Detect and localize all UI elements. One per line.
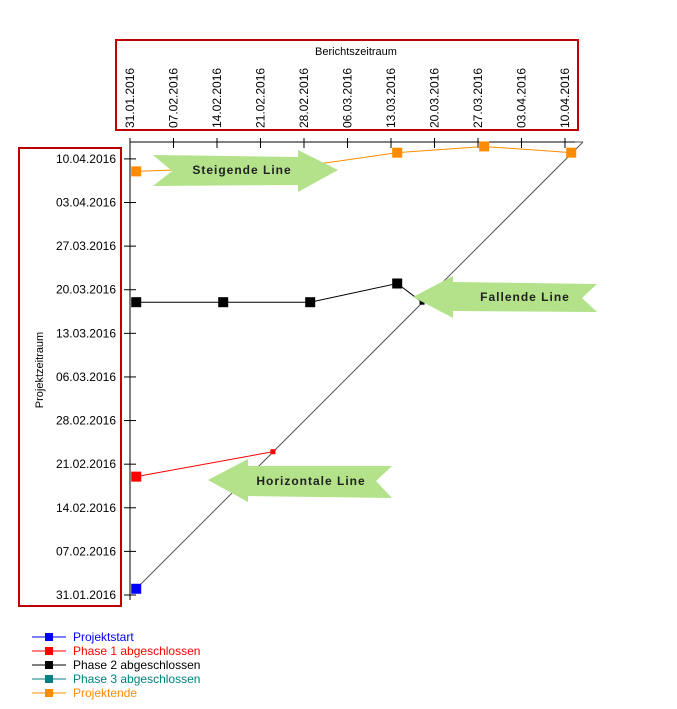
x-tick-label: 20.03.2016 [427,68,441,128]
legend-label: Phase 1 abgeschlossen [73,644,200,658]
arrow-shape [413,276,597,318]
data-point [305,297,316,308]
data-point [218,297,229,308]
legend-item: Phase 2 abgeschlossen [32,658,200,672]
x-tick-label: 13.03.2016 [384,68,398,128]
legend-label: Projektstart [73,630,134,644]
series-line [136,282,423,303]
y-tick-label: 27.03.2016 [56,239,116,253]
legend-item: Projektstart [32,630,134,644]
x-axis-highlight-box [115,39,579,131]
x-tick-label: 28.02.2016 [297,68,311,128]
x-tick-label: 06.03.2016 [340,68,354,128]
annotation-label: Steigende Line [192,163,291,177]
legend-item: Phase 1 abgeschlossen [32,644,200,658]
x-tick-label: 27.03.2016 [471,68,485,128]
y-tick-label: 14.02.2016 [56,501,116,515]
y-tick-label: 31.01.2016 [56,588,116,602]
data-point [131,297,142,308]
y-tick-label: 20.03.2016 [56,283,116,297]
arrow-shape [153,150,338,192]
legend-item: Phase 3 abgeschlossen [32,672,200,686]
x-tick-label: 21.02.2016 [253,68,267,128]
x-tick-label: 10.04.2016 [558,68,572,128]
y-tick-label: 28.02.2016 [56,414,116,428]
legend-label: Phase 2 abgeschlossen [73,658,200,672]
y-tick-label: 06.03.2016 [56,370,116,384]
data-point [270,449,276,455]
y-tick-label: 21.02.2016 [56,457,116,471]
legend-marker [45,689,53,697]
legend-marker [45,661,53,669]
annotation-arrow: Fallende Line [413,276,597,318]
legend-marker [45,647,53,655]
data-point [131,166,142,177]
data-point [392,147,403,158]
diagonal-reference-line [134,141,584,591]
annotation-label: Fallende Line [480,290,570,304]
legend-label: Phase 3 abgeschlossen [73,672,200,686]
x-tick-label: 07.02.2016 [166,68,180,128]
data-point [419,299,425,305]
annotation-arrow: Horizontale Line [208,459,392,502]
y-tick-label: 03.04.2016 [56,196,116,210]
data-point [131,471,142,482]
x-axis-title: Berichtszeitraum [315,46,397,58]
data-point [566,147,577,158]
data-point [131,583,142,594]
y-tick-label: 07.02.2016 [56,544,116,558]
legend-label: Projektende [73,686,137,700]
y-axis-highlight-box [18,147,122,607]
x-tick-label: 14.02.2016 [210,68,224,128]
y-tick-label: 10.04.2016 [56,152,116,166]
annotation-label: Horizontale Line [256,474,365,488]
annotation-arrow: Steigende Line [153,150,338,192]
series-line [136,451,274,478]
data-point [479,141,490,152]
x-tick-label: 03.04.2016 [514,68,528,128]
y-axis-title: Projektzeitraum [34,332,46,408]
data-point [392,278,403,289]
legend-marker [45,633,53,641]
legend-marker [45,675,53,683]
y-tick-label: 13.03.2016 [56,326,116,340]
legend-item: Projektende [32,686,137,700]
arrow-shape [208,459,392,502]
x-tick-label: 31.01.2016 [123,68,137,128]
